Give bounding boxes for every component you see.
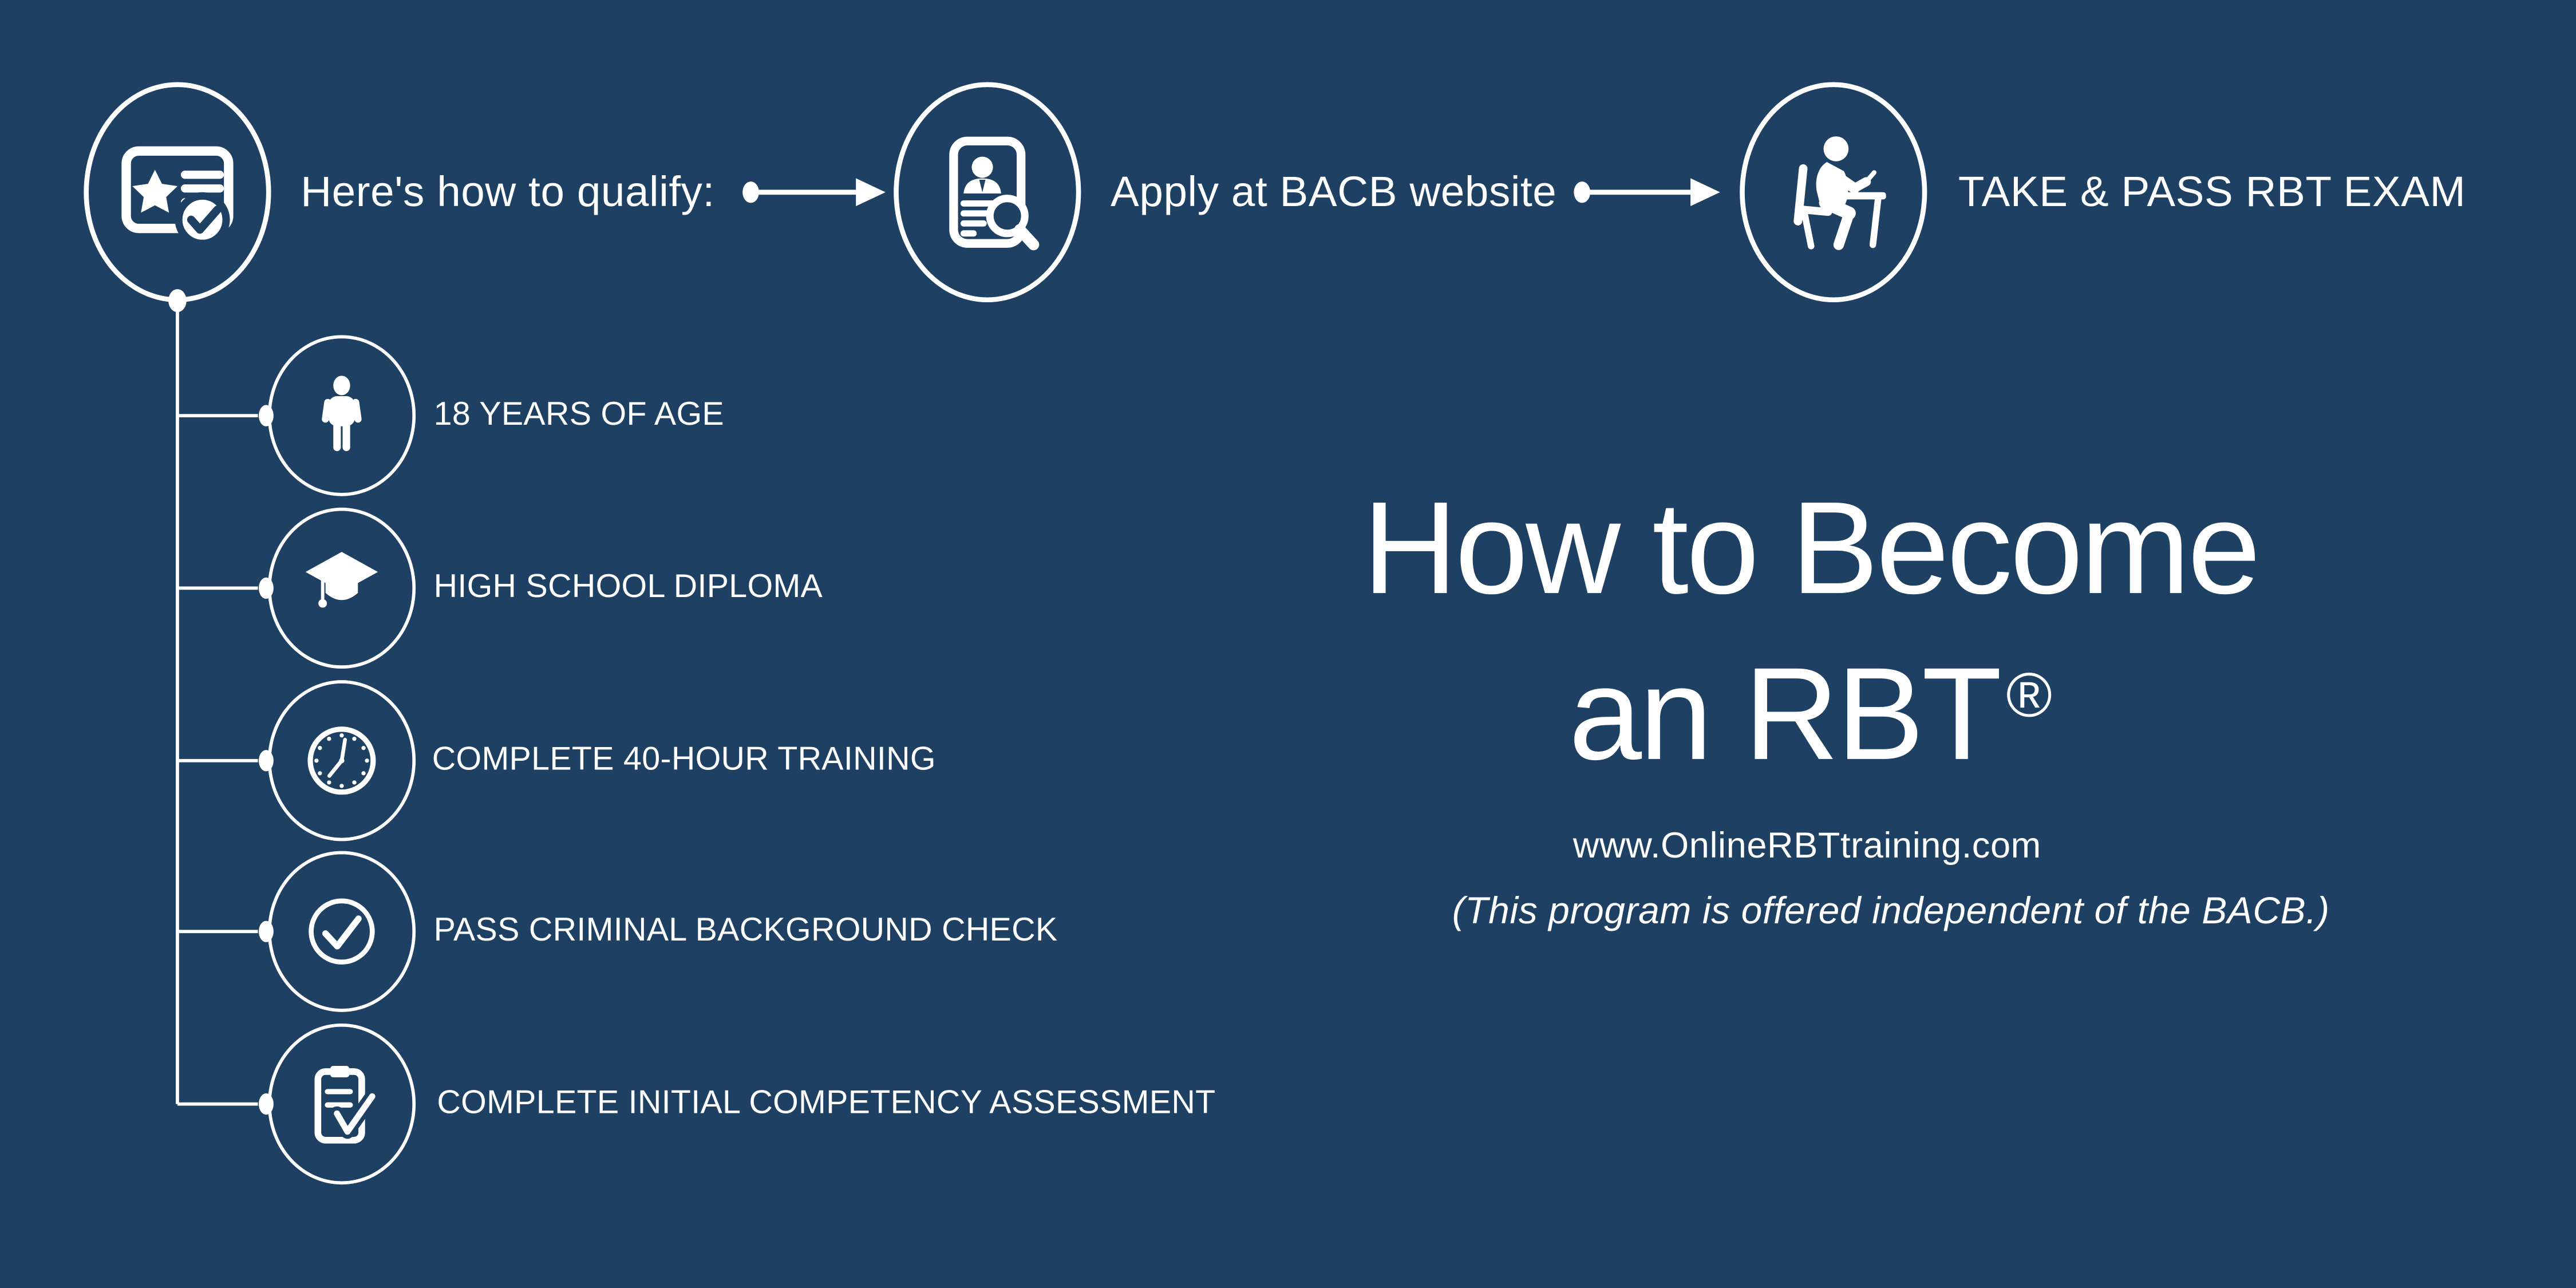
- assessment-item-circle: [267, 1023, 416, 1185]
- exam-desk-icon: [1793, 136, 1886, 250]
- clipboard-check-icon: [314, 1065, 380, 1144]
- diploma-item-circle: [267, 507, 416, 669]
- check-circle-icon: [309, 898, 375, 965]
- resume-search-icon: [949, 136, 1040, 251]
- qualify-branch-lines: [168, 289, 274, 1115]
- flow-arrow-2: [1574, 178, 1720, 207]
- qualify-step-label: Here's how to qualify:: [301, 167, 715, 216]
- age-item-label: 18 YEARS OF AGE: [433, 397, 724, 433]
- age-item-circle: [267, 335, 416, 496]
- graduation-cap-icon: [305, 552, 378, 608]
- training-item-circle: [267, 680, 416, 841]
- qualify-step-circle: [84, 82, 271, 303]
- page-title: How to Become an RBT®: [989, 465, 2576, 823]
- assessment-item-label: COMPLETE INITIAL COMPETENCY ASSESSMENT: [437, 1085, 1216, 1121]
- apply-step-label: Apply at BACB website: [1111, 167, 1557, 216]
- certificate-star-icon: [121, 146, 234, 247]
- background-item-label: PASS CRIMINAL BACKGROUND CHECK: [433, 912, 1058, 949]
- training-item-label: COMPLETE 40-HOUR TRAINING: [432, 741, 936, 778]
- background-item-circle: [267, 851, 416, 1012]
- registered-trademark-symbol: ®: [2006, 662, 2052, 732]
- diploma-item-label: HIGH SCHOOL DIPLOMA: [433, 569, 823, 606]
- disclaimer-text: (This program is offered independent of …: [1452, 888, 2330, 932]
- page-title-line1: How to Become: [1362, 475, 2261, 621]
- website-url: www.OnlineRBTtraining.com: [1573, 824, 2041, 866]
- exam-step-circle: [1740, 82, 1927, 303]
- person-icon: [322, 376, 362, 452]
- flow-arrow-1: [742, 178, 886, 207]
- apply-step-circle: [894, 82, 1081, 303]
- clock-icon: [307, 726, 376, 795]
- exam-step-label: TAKE & PASS RBT EXAM: [1958, 167, 2466, 216]
- page-title-line2: an RBT®: [989, 631, 2576, 823]
